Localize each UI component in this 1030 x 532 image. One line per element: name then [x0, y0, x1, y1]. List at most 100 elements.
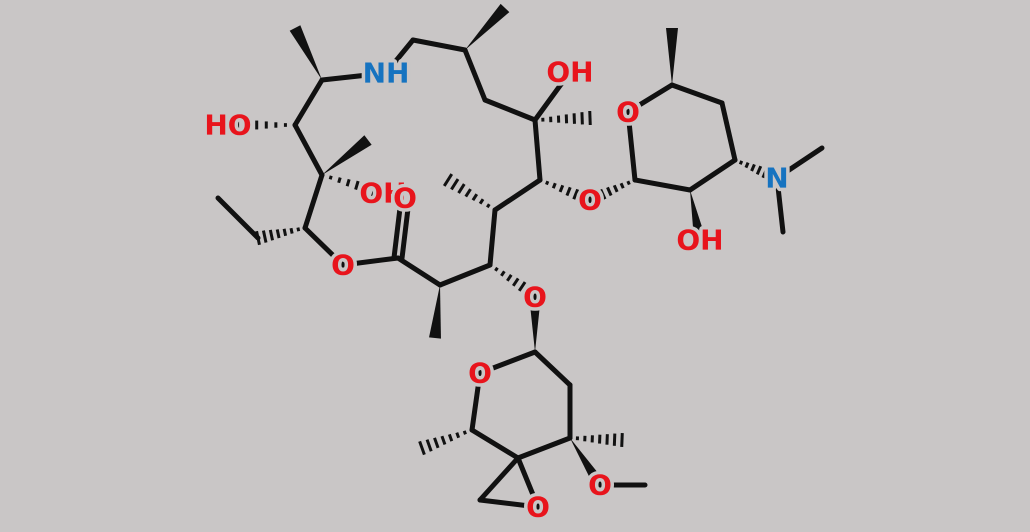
hash-stroke: [612, 184, 619, 193]
single-bond: [319, 70, 389, 83]
hash-stroke: [620, 432, 624, 448]
bonds: [215, 3, 825, 510]
single-bond: [292, 77, 325, 128]
hash-stroke: [296, 227, 301, 232]
hash-stroke: [457, 183, 466, 194]
hash-bond: [585, 180, 631, 208]
single-bond: [383, 37, 416, 76]
single-bond: [515, 435, 573, 461]
carbonyl-o-label: O: [393, 182, 417, 215]
hash-stroke: [517, 281, 527, 292]
single-bond: [625, 82, 675, 115]
hash-stroke: [362, 182, 369, 194]
hash-stroke: [744, 162, 750, 169]
hash-stroke: [500, 270, 506, 277]
single-bond: [437, 262, 493, 288]
hash-stroke: [379, 185, 387, 201]
hash-stroke: [261, 230, 268, 243]
hash-stroke: [579, 190, 587, 204]
carbonyl-double-bond: [391, 197, 404, 261]
methoxy-o-label: O: [588, 469, 612, 502]
single-bond: [532, 117, 543, 183]
single-bond: [774, 175, 786, 235]
single-bond: [482, 97, 538, 123]
hash-stroke: [585, 192, 595, 208]
hash-stroke: [738, 160, 744, 165]
hash-stroke: [565, 186, 572, 197]
hash-bond: [738, 160, 782, 186]
epoxide-o-label: O: [526, 491, 550, 524]
cladinose-ring-o-label: O: [468, 357, 492, 390]
single-bond: [477, 455, 521, 503]
hash-stroke: [606, 186, 613, 197]
single-bond: [532, 349, 573, 388]
hash-stroke: [494, 266, 499, 272]
desosamine-ring-o-label: O: [616, 96, 640, 129]
hash-stroke: [440, 435, 447, 445]
hash-stroke: [354, 180, 360, 190]
single-bond: [292, 122, 325, 178]
hash-stroke: [282, 228, 288, 237]
hash-stroke: [486, 203, 491, 209]
single-bond: [215, 195, 261, 241]
hash-stroke: [478, 198, 485, 205]
hash-stroke: [529, 288, 541, 302]
hash-stroke: [464, 188, 472, 198]
single-bond: [492, 177, 543, 213]
hash-stroke: [761, 167, 769, 179]
single-bond: [302, 172, 325, 231]
single-bond: [669, 82, 725, 106]
single-bond: [340, 255, 401, 268]
carbonyl-double-bond: [399, 197, 412, 261]
hash-stroke: [450, 178, 460, 191]
dimethylamino-n-label: N: [765, 162, 788, 195]
hash-stroke: [551, 182, 557, 189]
hash-stroke: [462, 430, 467, 435]
single-bond: [469, 427, 521, 461]
hash-stroke: [268, 229, 274, 241]
hash-stroke: [755, 165, 763, 175]
hash-stroke: [328, 175, 333, 180]
hash-stroke: [523, 284, 534, 297]
hash-stroke: [455, 432, 461, 439]
single-bond: [302, 225, 346, 268]
wedge-bond: [429, 285, 441, 339]
wedge-bond: [666, 28, 678, 85]
single-bond: [477, 349, 538, 376]
hash-bond: [541, 110, 592, 126]
single-bond: [719, 100, 738, 163]
hash-stroke: [506, 274, 513, 282]
hash-stroke: [572, 188, 580, 200]
hash-bond: [442, 173, 491, 209]
wedge-bond: [289, 25, 322, 80]
wedge-bond: [529, 295, 541, 352]
hash-stroke: [345, 178, 351, 187]
hash-stroke: [512, 277, 520, 287]
hash-bond: [575, 432, 624, 448]
oh-label-c11: OH: [546, 56, 593, 89]
single-bond: [410, 37, 468, 53]
hash-stroke: [442, 173, 454, 187]
single-bond: [625, 109, 638, 183]
single-bond: [487, 207, 498, 268]
hash-stroke: [471, 193, 479, 201]
hash-stroke: [545, 180, 550, 186]
hash-bond: [494, 266, 541, 302]
oh-label-c12: HO: [204, 109, 251, 142]
hash-stroke: [588, 110, 592, 126]
hash-bond: [328, 175, 387, 201]
single-bond: [687, 157, 738, 193]
hash-bond: [226, 118, 287, 132]
hash-stroke: [599, 188, 607, 200]
hash-stroke: [371, 184, 378, 197]
hash-stroke: [772, 170, 782, 186]
hash-bond: [418, 430, 467, 456]
single-bond: [395, 255, 443, 288]
hash-stroke: [425, 439, 433, 452]
single-bond: [477, 497, 541, 510]
wedge-bond: [322, 135, 372, 175]
oh-label-c13: OH: [359, 177, 406, 210]
single-bond: [632, 177, 693, 193]
